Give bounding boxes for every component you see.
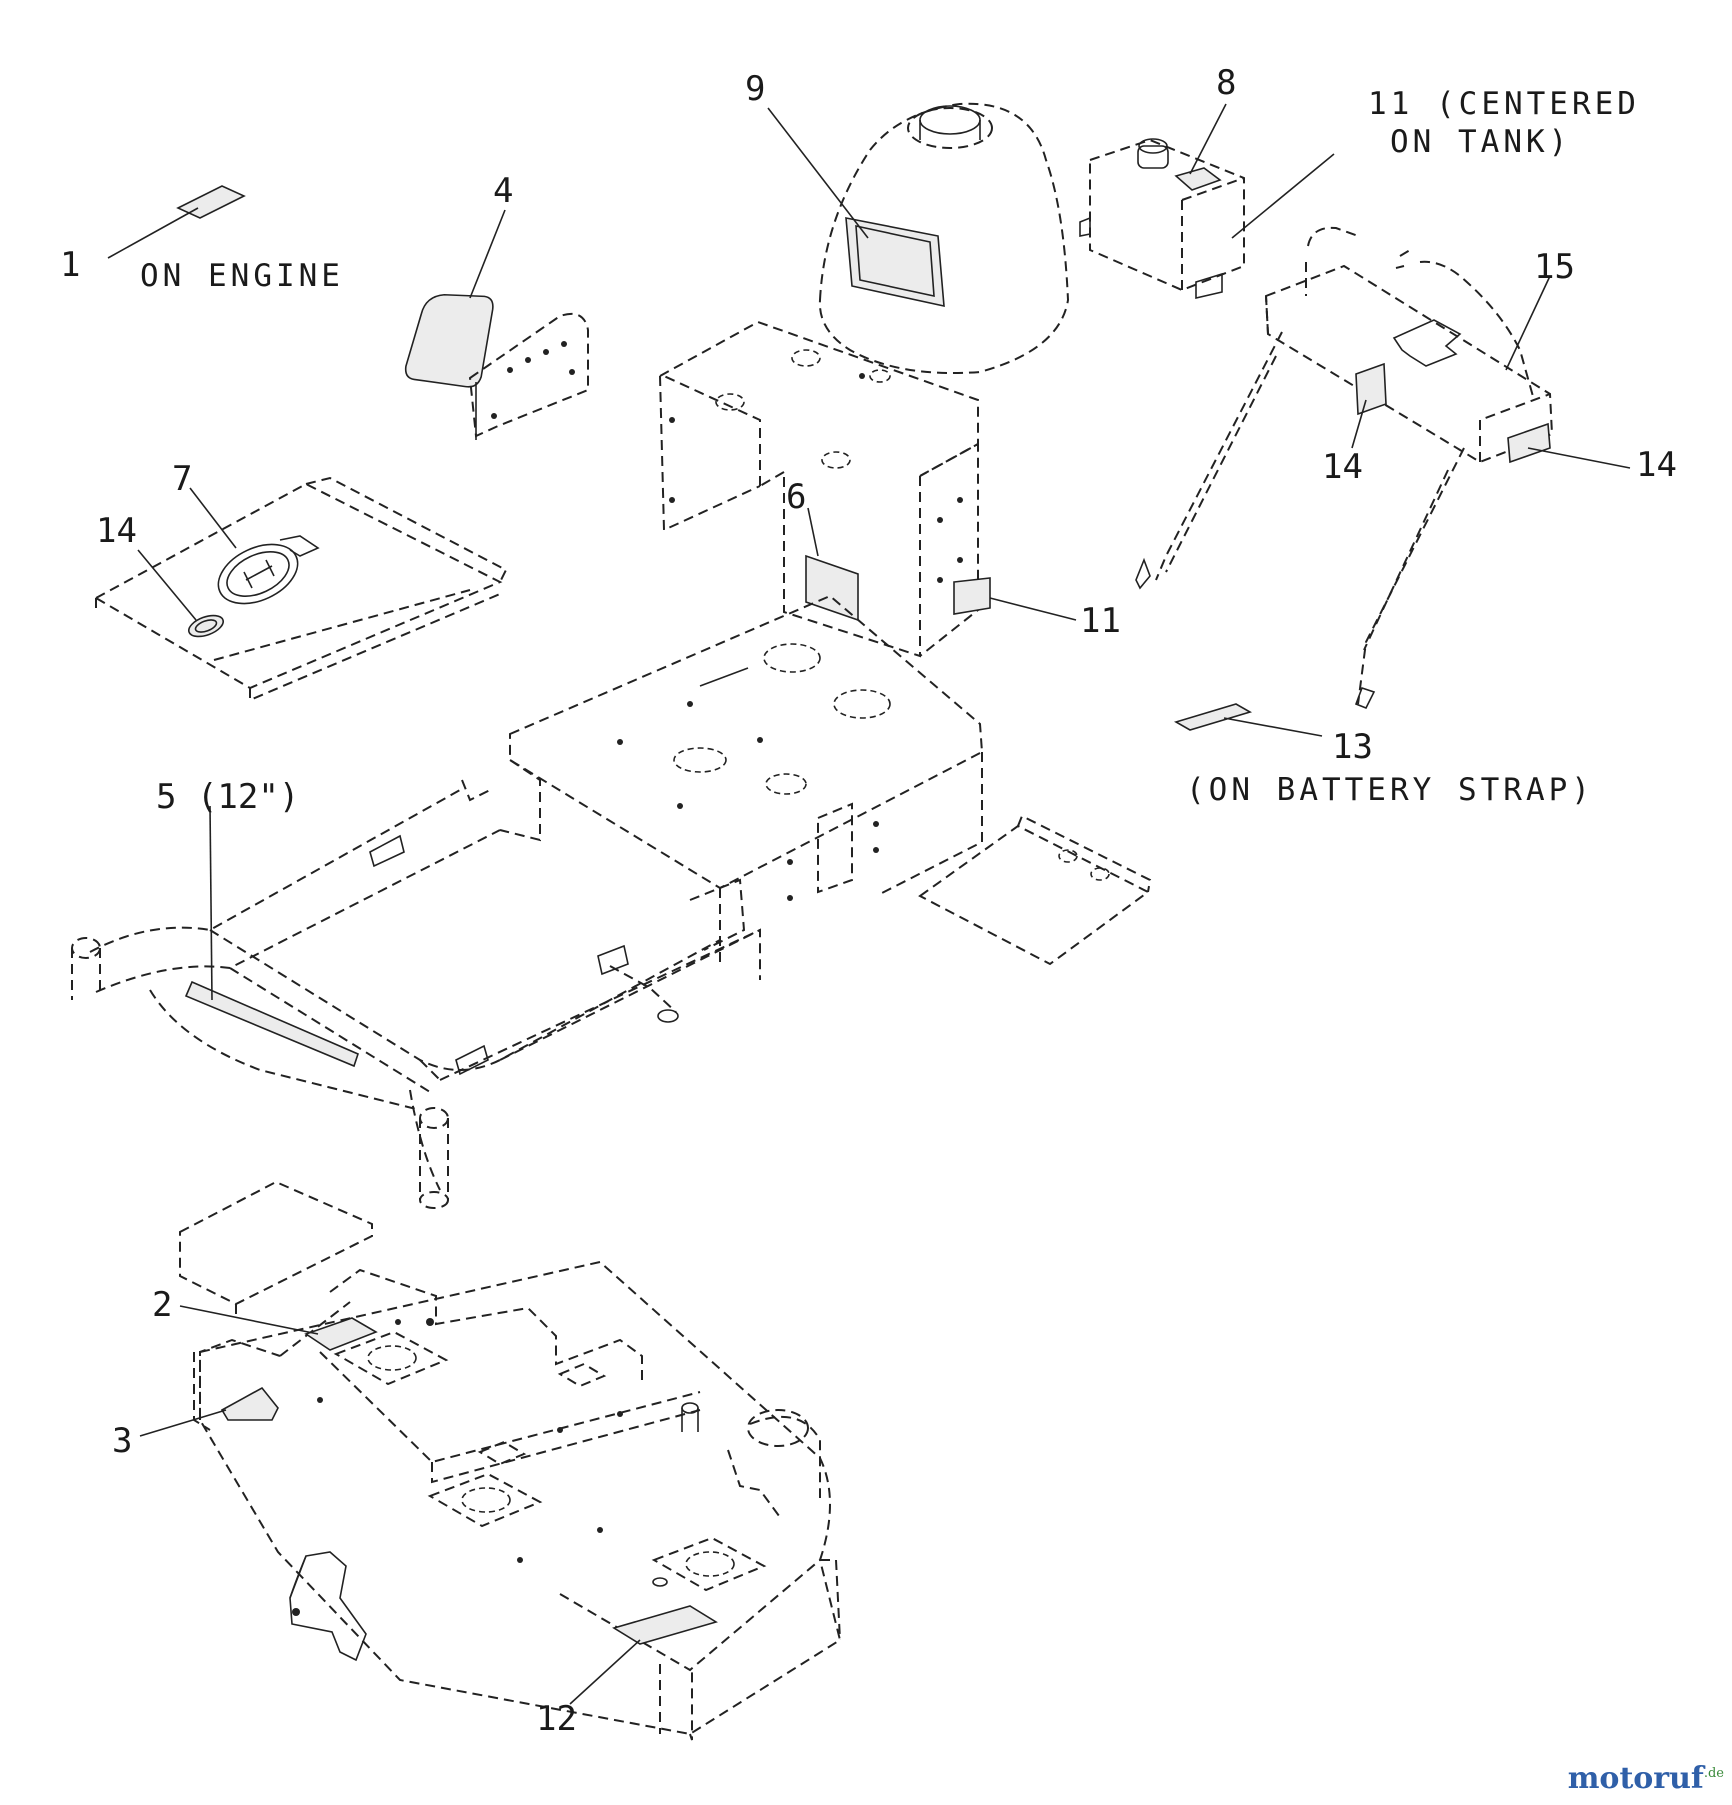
spindle-plate-right bbox=[651, 1536, 767, 1592]
hydraulic-reservoir bbox=[1079, 103, 1335, 300]
note-on-engine: ON ENGINE bbox=[140, 258, 344, 294]
callout-14-handle-right: 14 bbox=[1636, 445, 1677, 485]
watermark-tld: .de bbox=[1703, 1766, 1724, 1781]
callout-3: 3 bbox=[112, 1421, 132, 1461]
front-panel-with-logo bbox=[93, 476, 508, 702]
decal-5-frame-strip bbox=[184, 980, 359, 1068]
watermark-main: motoruf bbox=[1567, 1761, 1704, 1796]
decal-1-on-engine bbox=[107, 185, 246, 259]
callout-14-panel: 14 bbox=[96, 511, 137, 551]
callout-9: 9 bbox=[745, 69, 765, 109]
callout-2: 2 bbox=[152, 1285, 172, 1325]
decal-14-panel-small bbox=[188, 614, 224, 638]
decal-2-deck bbox=[304, 1317, 378, 1351]
mower-deck bbox=[139, 1180, 842, 1741]
callout-11-on-tank: ON TANK) bbox=[1390, 124, 1571, 160]
husqvarna-logo-icon bbox=[217, 535, 320, 605]
foot-plate bbox=[918, 814, 1152, 966]
spindle-plate-center bbox=[427, 1472, 543, 1528]
callout-7: 7 bbox=[172, 459, 192, 499]
callout-11-centered: 11 (CENTERED bbox=[1368, 86, 1640, 122]
decal-4-control-panel bbox=[404, 209, 589, 440]
callout-labels: 1 ON ENGINE 4 9 8 11 (CENTERED ON TANK) … bbox=[60, 63, 1677, 1739]
handle-assembly bbox=[1135, 226, 1631, 710]
decal-6-console bbox=[805, 554, 859, 622]
decal-11-console bbox=[953, 577, 991, 615]
decal-9-fuel-tank bbox=[845, 217, 945, 308]
callout-6: 6 bbox=[786, 477, 806, 517]
callout-5: 5 (12") bbox=[156, 777, 299, 817]
note-on-battery-strap: (ON BATTERY STRAP) bbox=[1186, 772, 1594, 808]
console-tower bbox=[659, 320, 1077, 658]
callout-14-handle-left: 14 bbox=[1322, 447, 1363, 487]
decal-13-battery-strap bbox=[1173, 703, 1323, 737]
callout-1: 1 bbox=[60, 245, 80, 285]
decal-14-handle-right bbox=[1507, 422, 1551, 464]
callout-12: 12 bbox=[536, 1699, 577, 1739]
callout-8: 8 bbox=[1216, 63, 1236, 103]
decal-8-reservoir bbox=[1174, 167, 1222, 191]
spindle-plate-left bbox=[333, 1330, 449, 1386]
decal-12-deck bbox=[612, 1605, 718, 1645]
callout-4: 4 bbox=[493, 171, 513, 211]
callout-15: 15 bbox=[1534, 247, 1575, 287]
callout-13: 13 bbox=[1332, 727, 1373, 767]
main-chassis bbox=[71, 594, 984, 1209]
fuel-tank bbox=[767, 102, 1070, 375]
decal-14-handle-left bbox=[1355, 362, 1387, 416]
watermark-logo: motoruf.de bbox=[1568, 1761, 1724, 1796]
callout-11: 11 bbox=[1080, 601, 1121, 641]
decal-3-deck bbox=[220, 1386, 279, 1421]
